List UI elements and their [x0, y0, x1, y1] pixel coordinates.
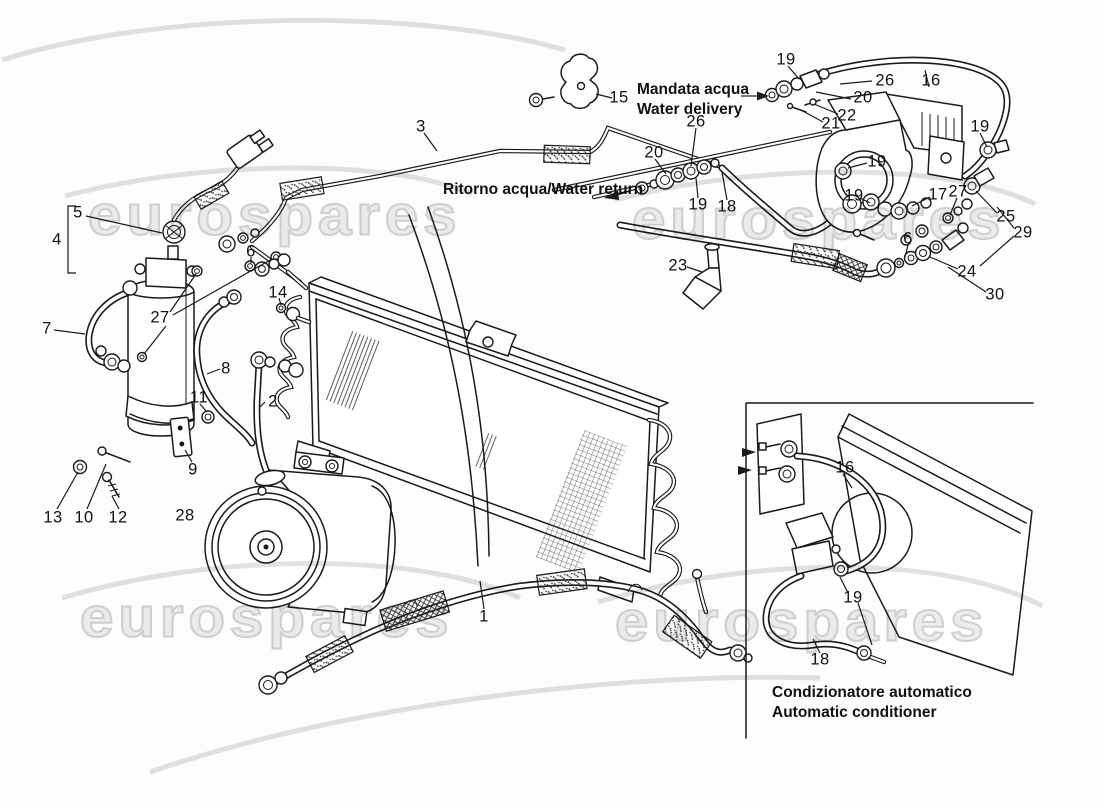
heater-hose-lower [616, 221, 888, 283]
hose-16 [764, 56, 1011, 180]
capillary-curve-a [408, 214, 479, 567]
water-delivery-en: Water delivery [637, 101, 743, 119]
suction-hoses [193, 289, 286, 496]
drain-spout [682, 243, 722, 310]
compressor [204, 451, 396, 627]
water-delivery-it: Mandata acqua [637, 81, 749, 98]
hose-1 [258, 568, 753, 695]
water-delivery-annotation: Mandata acqua Water delivery [637, 80, 749, 120]
inset-caption-it: Condizionatore automatico [772, 684, 972, 701]
inset-caption-en: Automatic conditioner [772, 704, 937, 722]
clamp-15 [528, 53, 599, 110]
capillary-curve-b [427, 206, 490, 557]
inset-box [738, 402, 1034, 739]
water-return-annotation: Ritorno acqua/Water return [443, 181, 644, 198]
inset-caption: Condizionatore automatico Automatic cond… [772, 683, 972, 723]
water-delivery-arrow [757, 91, 769, 101]
